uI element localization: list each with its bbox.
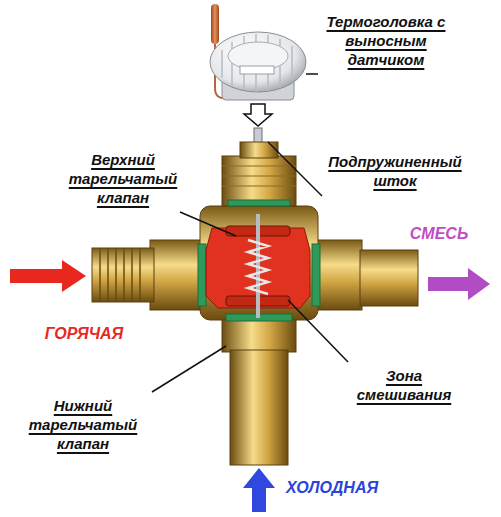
spring — [248, 240, 268, 294]
cold-inlet-pipe — [222, 318, 296, 465]
leader-line — [152, 74, 348, 392]
part-label: Подпружиненный шток — [320, 152, 470, 190]
down-arrow — [244, 104, 272, 126]
gasket — [198, 200, 320, 321]
valve-body — [200, 206, 318, 320]
sensor-bulb — [211, 4, 219, 44]
mix-outlet-pipe — [312, 240, 418, 310]
flow-label: ХОЛОДНАЯ — [276, 478, 388, 497]
part-label: Зона смешивания — [342, 366, 466, 404]
part-label: Нижний тарельчатый клапан — [12, 396, 154, 453]
flow-label: СМЕСЬ — [404, 224, 474, 243]
cold-arrow — [243, 468, 275, 512]
thermostatic-head — [210, 32, 306, 100]
part-label: Верхний тарельчатый клапан — [62, 150, 184, 207]
hot-arrow — [10, 260, 86, 292]
hot-inlet-pipe — [92, 240, 206, 310]
bonnet — [222, 142, 296, 206]
flow-label: ГОРЯЧАЯ — [34, 324, 134, 343]
part-label: Термоголовка с выносным датчиком — [306, 12, 466, 69]
mix-arrow — [428, 268, 490, 300]
